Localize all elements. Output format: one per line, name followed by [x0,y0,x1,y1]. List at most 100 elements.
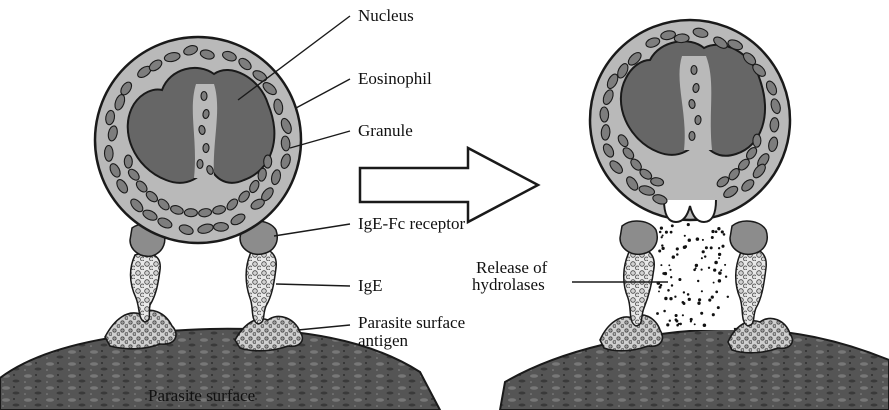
granule [674,34,689,43]
hydrolase-dot [712,313,715,316]
hydrolase-dot [713,282,715,284]
hydrolase-dot [714,261,718,265]
hydrolase-dot [687,293,690,296]
hydrolase-dot [664,272,667,275]
hydrolase-dot [669,319,671,321]
hydrolase-dot [697,280,699,282]
granule [770,117,780,132]
label-antigen-line2: antigen [358,331,408,350]
hydrolase-dot [718,253,721,256]
ige-right-1 [624,248,654,326]
left-attachment-2 [235,221,302,351]
hydrolase-dot [715,230,718,233]
hydrolase-dot [666,323,669,326]
hydrolase-dot [660,226,663,229]
hydrolase-dot [721,245,724,248]
hydrolase-dot [659,286,662,289]
hydrolase-dot [671,284,673,286]
granule [203,143,210,152]
hydrolase-dot [679,323,682,326]
hydrolase-dot [676,247,679,250]
hydrolase-dot [715,291,718,294]
eosinophil-right [590,20,790,222]
label-nucleus: Nucleus [358,6,414,25]
eosinophil-left [95,37,301,243]
hydrolase-dot [718,257,720,259]
hydrolase-dot [711,230,714,233]
hydrolase-dot [661,236,663,238]
granule [184,209,197,217]
hydrolase-release-zone [655,220,734,330]
left-attachment-1 [105,224,176,349]
hydrolase-dot [701,290,703,292]
hydrolase-dot [676,253,679,256]
hydrolase-dot [723,233,726,236]
hydrolase-dot [704,255,706,257]
granule [201,92,207,101]
hydrolase-dot [659,231,662,234]
hydrolase-dot [656,312,659,315]
hydrolase-dot [693,269,696,272]
hydrolase-dot [660,264,662,266]
hydrolase-dot [702,250,705,253]
ige-right-2 [736,248,766,326]
leader-eosinophil [296,79,350,108]
hydrolase-dot [671,224,674,227]
hydrolase-dot [667,289,670,292]
hydrolase-dot [682,314,684,316]
label-ige-fc-receptor: IgE-Fc receptor [358,214,465,233]
granule [104,145,113,161]
hydrolase-dot [683,246,687,250]
hydrolase-dot [701,269,703,271]
hydrolase-dot [661,244,663,246]
hydrolase-dot [721,230,724,233]
fc-receptor-right-2 [730,221,767,254]
right-attachment-2 [728,221,792,353]
transition-arrow [360,148,538,222]
hydrolase-dot [718,279,721,282]
hydrolase-dot [711,236,714,239]
hydrolase-dot [668,264,670,266]
hydrolase-dot [683,291,685,293]
label-granule: Granule [358,121,413,140]
label-ige: IgE [358,276,383,295]
hydrolase-dot [720,269,722,271]
granule [753,134,761,147]
hydrolase-dot [701,257,703,259]
hydrolase-dot [690,320,692,322]
hydrolase-dot [669,297,672,300]
label-release-line2: hydrolases [472,275,545,294]
hydrolase-dot [702,239,704,241]
ige-left-2 [246,248,276,324]
hydrolase-dot [675,318,678,321]
hydrolase-dot [727,296,729,298]
hydrolase-dot [684,235,686,237]
label-parasite-surface: Parasite surface [148,386,255,405]
granule [689,132,695,141]
granule [214,223,229,232]
granule [124,155,132,168]
hydrolase-dot [663,310,666,313]
hydrolase-dot [670,231,673,234]
granule [695,115,702,124]
hydrolase-dot [708,267,710,269]
hydrolase-dot [658,250,661,253]
leader-ige [276,284,350,286]
hydrolase-dot [664,297,667,300]
hydrolase-dot [665,231,668,234]
antigen-left-2 [235,316,302,350]
hydrolase-dot [717,227,720,230]
hydrolase-dot [718,271,722,275]
hydrolase-dot [670,276,672,278]
hydrolase-dot [678,278,681,281]
leader-parasite-antigen [298,325,350,330]
label-eosinophil: Eosinophil [358,69,432,88]
hydrolase-dot [687,223,690,226]
hydrolase-dot [703,323,707,327]
hydrolase-dot [669,269,671,271]
hydrolase-dot [674,296,676,298]
hydrolase-dot [694,323,696,325]
hydrolase-dot [695,264,698,267]
granule [264,155,272,168]
